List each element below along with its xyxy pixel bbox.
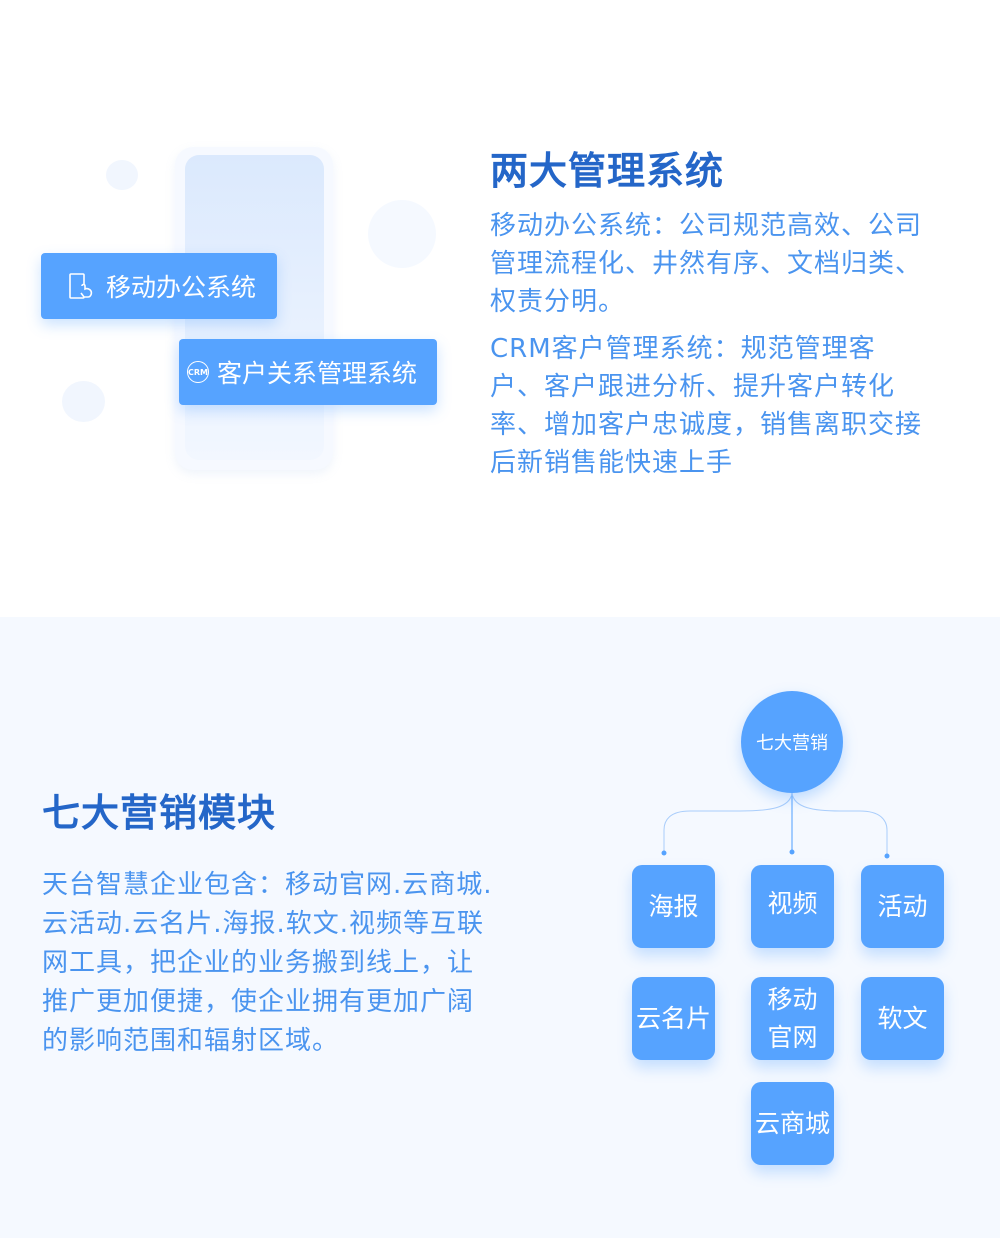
text-line: 管理流程化、井然有序、文档归类、: [490, 249, 923, 279]
text-line: CRM客户管理系统：规范管理客: [490, 334, 876, 364]
text-line: 天台智慧企业包含：移动官网.云商城.: [42, 870, 493, 900]
module-activity[interactable]: 活动: [861, 865, 944, 948]
module-video[interactable]: 视频: [751, 865, 834, 948]
crm-label: 客户关系管理系统: [217, 359, 418, 388]
text-line: 权责分明。: [490, 287, 626, 317]
crm-description: CRM客户管理系统：规范管理客 户、客户跟进分析、提升客户转化 率、增加客户忠诚…: [490, 330, 970, 482]
mobile-office-description: 移动办公系统：公司规范高效、公司 管理流程化、井然有序、文档归类、 权责分明。: [490, 207, 970, 321]
module-label: 官网: [767, 1022, 818, 1052]
crm-tag: CRM 客户关系管理系统: [179, 339, 437, 405]
text-line: 后新销售能快速上手: [490, 448, 734, 478]
mobile-office-label: 移动办公系统: [106, 273, 257, 302]
module-business-card[interactable]: 云名片: [632, 977, 715, 1060]
text-line: 网工具，把企业的业务搬到线上，让: [42, 948, 475, 978]
text-line: 推广更加便捷，使企业拥有更加广阔: [42, 987, 475, 1017]
text-line: 移动办公系统：公司规范高效、公司: [490, 211, 923, 241]
decor-circle: [106, 160, 138, 190]
module-cloud-mall[interactable]: 云商城: [751, 1082, 834, 1165]
text-line: 率、增加客户忠诚度，销售离职交接: [490, 410, 923, 440]
text-line: 云活动.云名片.海报.软文.视频等互联: [42, 909, 485, 939]
section1-title: 两大管理系统: [490, 149, 725, 193]
module-poster[interactable]: 海报: [632, 865, 715, 948]
module-soft-article[interactable]: 软文: [861, 977, 944, 1060]
decor-circle: [368, 200, 436, 268]
mobile-touch-icon: [69, 273, 93, 299]
module-mobile-site[interactable]: 移动 官网: [751, 977, 834, 1060]
module-label: 移动: [767, 984, 818, 1014]
seven-marketing-hub: 七大营销: [741, 691, 843, 793]
crm-icon: CRM: [187, 361, 209, 383]
decor-circle: [62, 381, 105, 422]
mobile-office-tag: 移动办公系统: [41, 253, 277, 319]
marketing-description: 天台智慧企业包含：移动官网.云商城. 云活动.云名片.海报.软文.视频等互联 网…: [42, 866, 562, 1061]
text-line: 的影响范围和辐射区域。: [42, 1026, 340, 1056]
text-line: 户、客户跟进分析、提升客户转化: [490, 372, 896, 402]
section2-title: 七大营销模块: [42, 791, 277, 835]
